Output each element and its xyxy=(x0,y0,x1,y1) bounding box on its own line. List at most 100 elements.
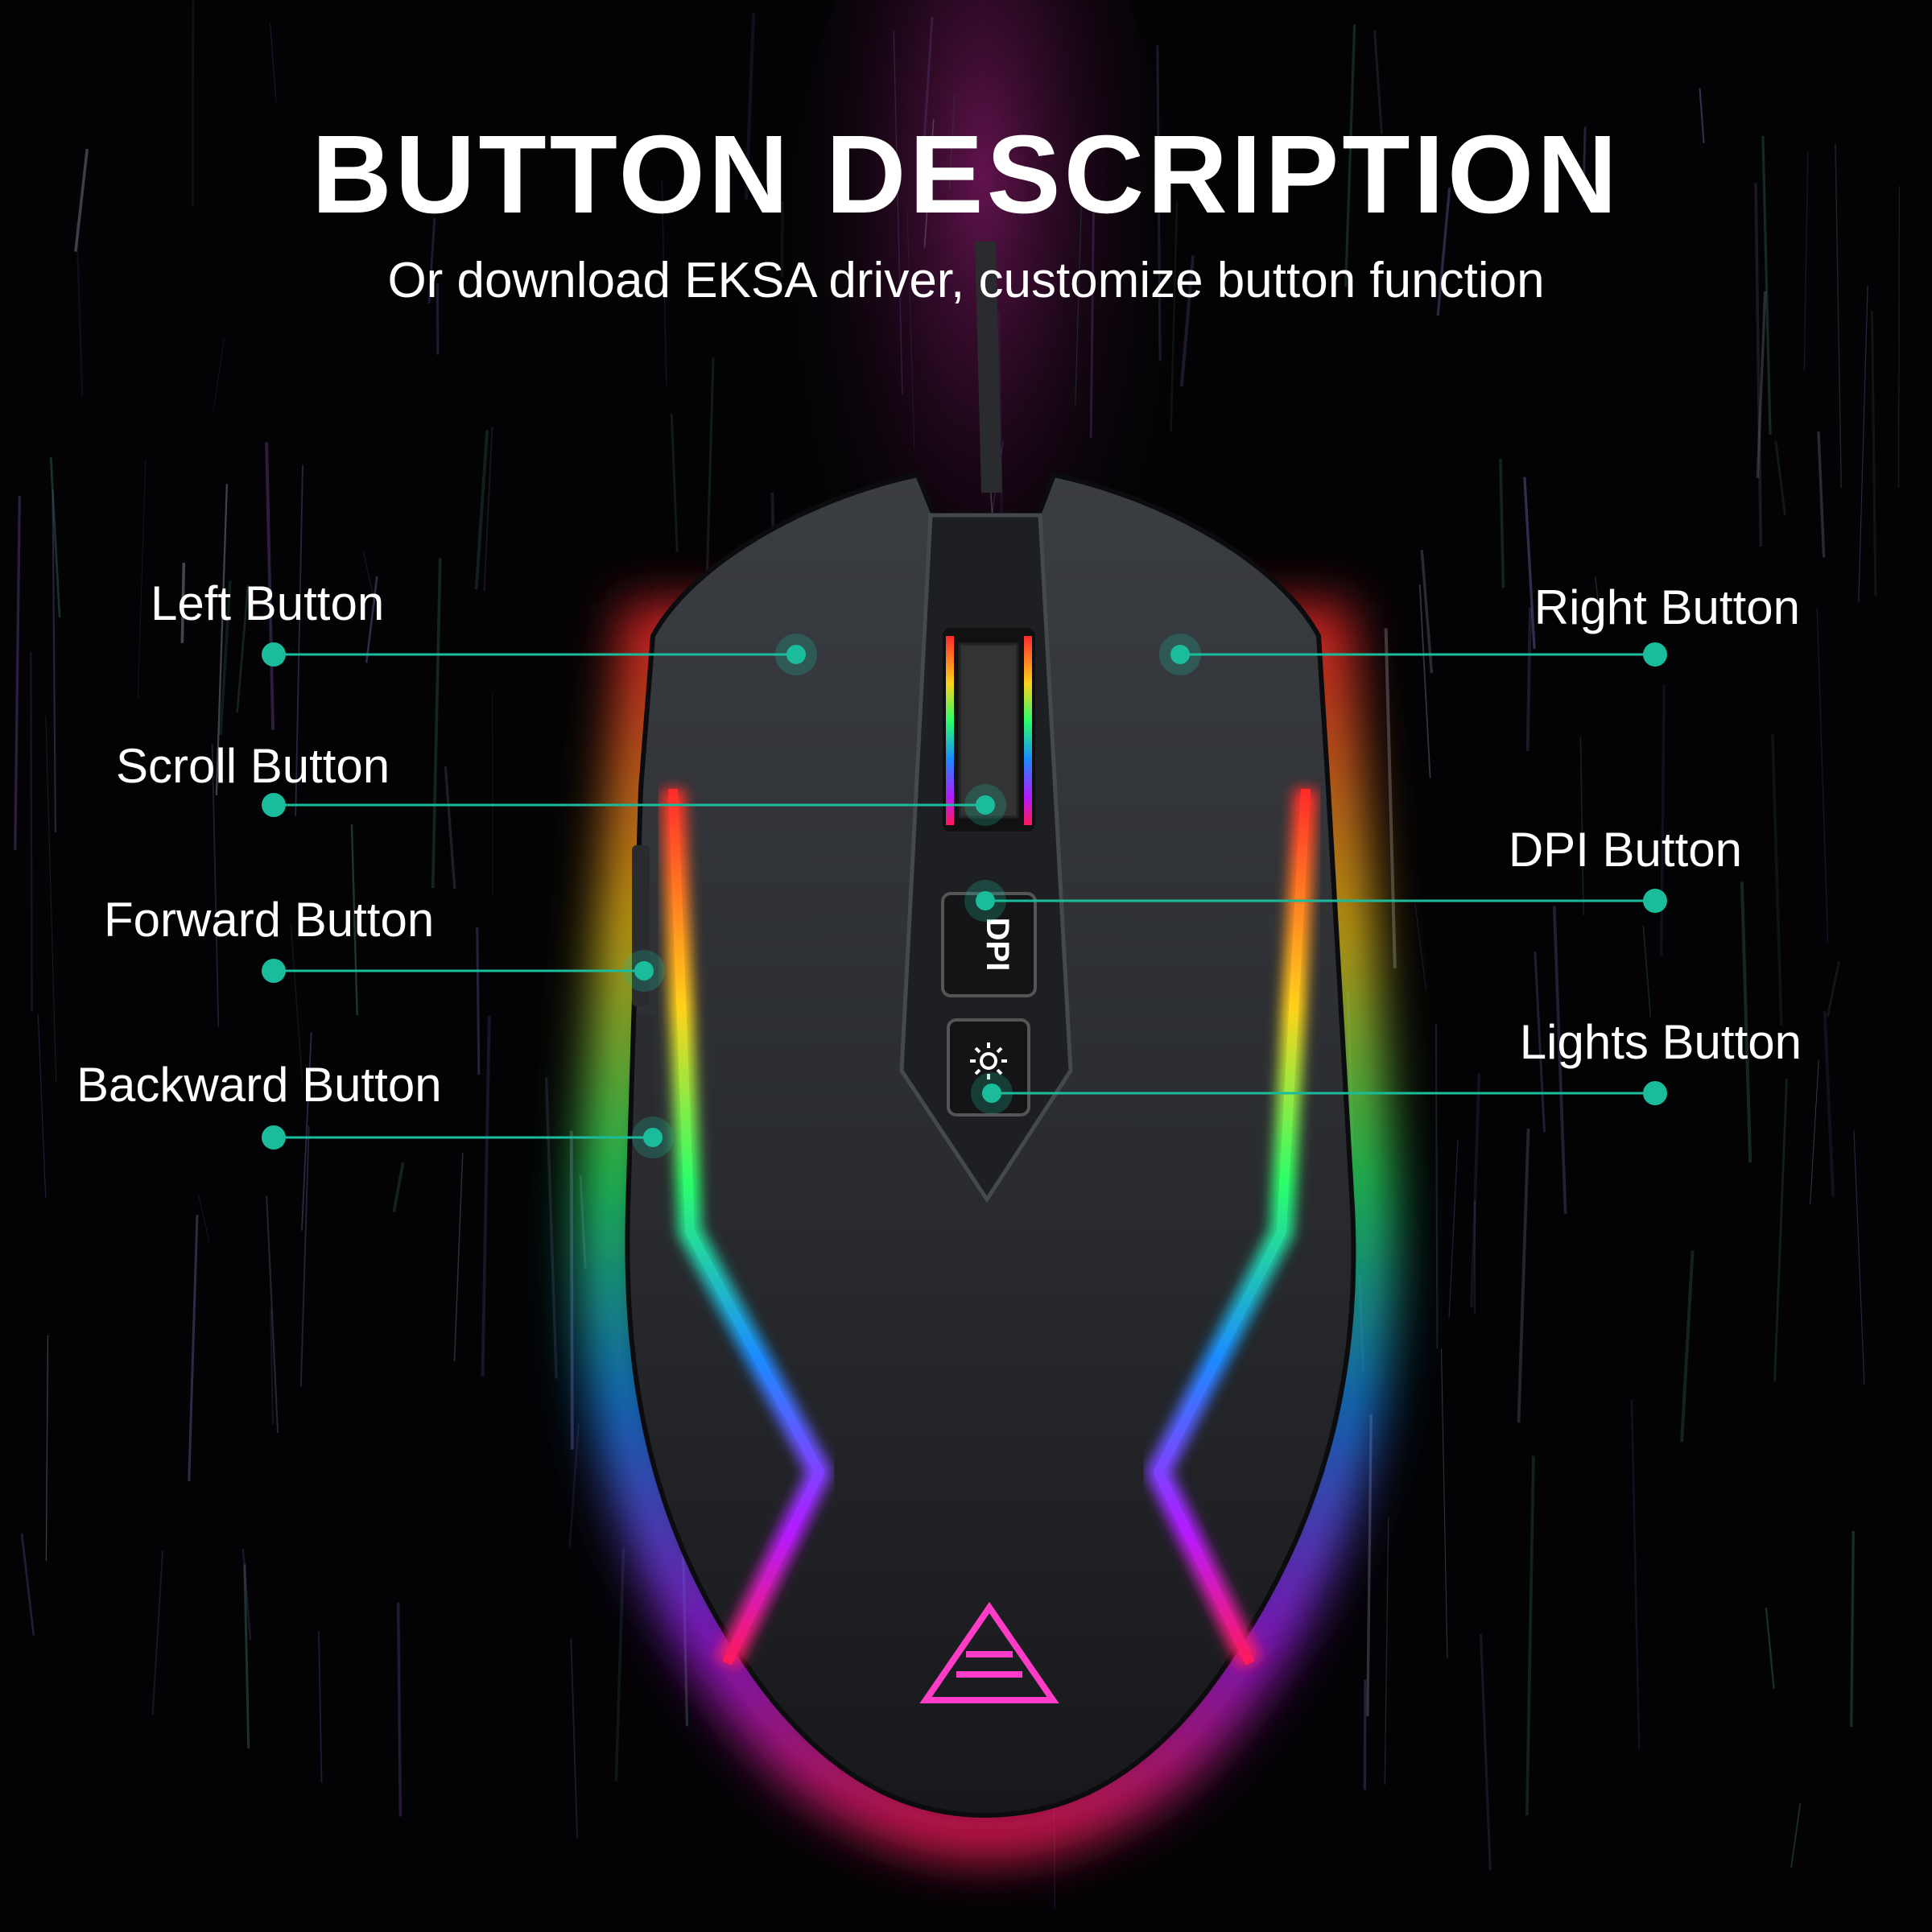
firework-streak xyxy=(242,1548,252,1641)
forward-button-label-dot xyxy=(262,959,286,983)
firework-streak xyxy=(180,563,186,643)
firework-streak xyxy=(213,338,225,411)
firework-streak xyxy=(483,427,493,592)
firework-streak xyxy=(1771,734,1783,1026)
firework-streak xyxy=(1740,881,1752,1163)
rgb-strip-right xyxy=(1146,788,1318,1669)
lights-button-label-dot xyxy=(1643,1081,1667,1105)
dpi-button-label: DPI Button xyxy=(1508,823,1742,877)
scroll-button-target-dot xyxy=(976,795,995,815)
firework-streak xyxy=(1754,183,1763,547)
firework-streak xyxy=(1517,1128,1530,1423)
firework-streak xyxy=(474,430,489,590)
firework-streak xyxy=(1534,951,1546,1133)
firework-streak xyxy=(197,1193,211,1244)
dpi-button[interactable]: DPI xyxy=(941,892,1037,997)
scroll-wheel[interactable] xyxy=(943,628,1035,832)
firework-streak xyxy=(1414,904,1427,991)
firework-streak xyxy=(1680,1250,1695,1443)
forward-button-target-dot xyxy=(634,961,654,980)
left-button-target-dot xyxy=(786,645,806,664)
firework-streak xyxy=(1853,1130,1865,1385)
dpi-button-text: DPI xyxy=(980,918,1015,972)
firework-streak xyxy=(1525,1455,1535,1816)
firework-streak xyxy=(1810,1059,1819,1205)
firework-streak xyxy=(1579,737,1584,915)
firework-streak xyxy=(1418,584,1431,778)
firework-streak xyxy=(1170,201,1179,432)
firework-streak xyxy=(1344,24,1356,287)
firework-streak xyxy=(893,31,903,395)
firework-streak xyxy=(270,23,277,102)
firework-streak xyxy=(1699,88,1705,144)
firework-streak xyxy=(705,357,715,573)
cable xyxy=(975,241,1002,493)
firework-streak xyxy=(544,1077,558,1379)
firework-streak xyxy=(299,1125,310,1387)
firework-streak xyxy=(1765,1607,1775,1690)
firework-streak xyxy=(301,1032,312,1231)
firework-streak xyxy=(1827,960,1840,1018)
page-title: BUTTON DESCRIPTION xyxy=(312,113,1620,237)
dpi-button-target-dot xyxy=(976,891,995,910)
firework-streak xyxy=(396,1602,402,1817)
page-subtitle: Or download EKSA driver, customize butto… xyxy=(387,253,1545,308)
firework-streak xyxy=(906,211,915,449)
firework-streak xyxy=(20,1533,35,1636)
firework-streak xyxy=(1440,1348,1448,1658)
firework-streak xyxy=(1630,1399,1641,1749)
firework-streak xyxy=(266,1195,279,1434)
firework-streak xyxy=(1790,1803,1802,1868)
firework-streak xyxy=(1816,608,1829,942)
scroll-button-label-dot xyxy=(262,793,286,817)
firework-streak xyxy=(1525,607,1532,751)
eksa-logo-icon xyxy=(919,1601,1059,1703)
firework-streak xyxy=(444,766,456,890)
firework-streak xyxy=(215,484,229,796)
firework-streak xyxy=(453,1152,464,1362)
firework-streak xyxy=(52,489,56,833)
firework-streak xyxy=(1803,152,1809,371)
forward-button-label: Forward Button xyxy=(104,893,435,947)
firework-streak xyxy=(1582,126,1587,202)
firework-streak xyxy=(1858,285,1868,603)
firework-streak xyxy=(45,716,57,1083)
firework-streak xyxy=(923,119,935,248)
firework-streak xyxy=(236,584,250,713)
right-button-target-dot xyxy=(1170,645,1190,664)
firework-streak xyxy=(219,580,232,736)
sun-icon xyxy=(970,1042,1007,1080)
firework-streak xyxy=(37,1014,47,1198)
firework-streak xyxy=(1850,1530,1855,1728)
firework-streak xyxy=(948,95,956,191)
firework-streak xyxy=(1373,29,1383,134)
firework-streak xyxy=(1436,187,1451,316)
firework-streak xyxy=(670,414,679,552)
backward-button-label-dot xyxy=(262,1125,286,1150)
dpi-button-label-dot xyxy=(1643,889,1667,913)
lights-button-label: Lights Button xyxy=(1519,1015,1802,1069)
firework-streak xyxy=(1761,136,1772,435)
firework-streak xyxy=(295,464,303,816)
firework-streak xyxy=(270,1308,274,1426)
firework-streak xyxy=(1642,925,1652,1018)
firework-streak xyxy=(1897,185,1901,488)
firework-streak xyxy=(431,558,442,889)
firework-streak xyxy=(614,1548,625,1782)
firework-streak xyxy=(1756,291,1767,478)
firework-streak xyxy=(14,495,21,850)
lights-button-target-dot xyxy=(982,1084,1001,1103)
firework-streak xyxy=(365,576,378,663)
rgb-glow xyxy=(579,604,1393,1860)
firework-streak xyxy=(362,550,376,605)
left-button-label-dot xyxy=(262,642,286,667)
firework-streak xyxy=(1384,628,1397,968)
firework-streak xyxy=(476,927,481,1075)
firework-streak xyxy=(318,1631,323,1783)
firework-streak xyxy=(1835,143,1842,489)
firework-streak xyxy=(1479,1634,1492,1871)
lights-button[interactable] xyxy=(947,1018,1030,1117)
firework-streak xyxy=(211,744,220,1027)
